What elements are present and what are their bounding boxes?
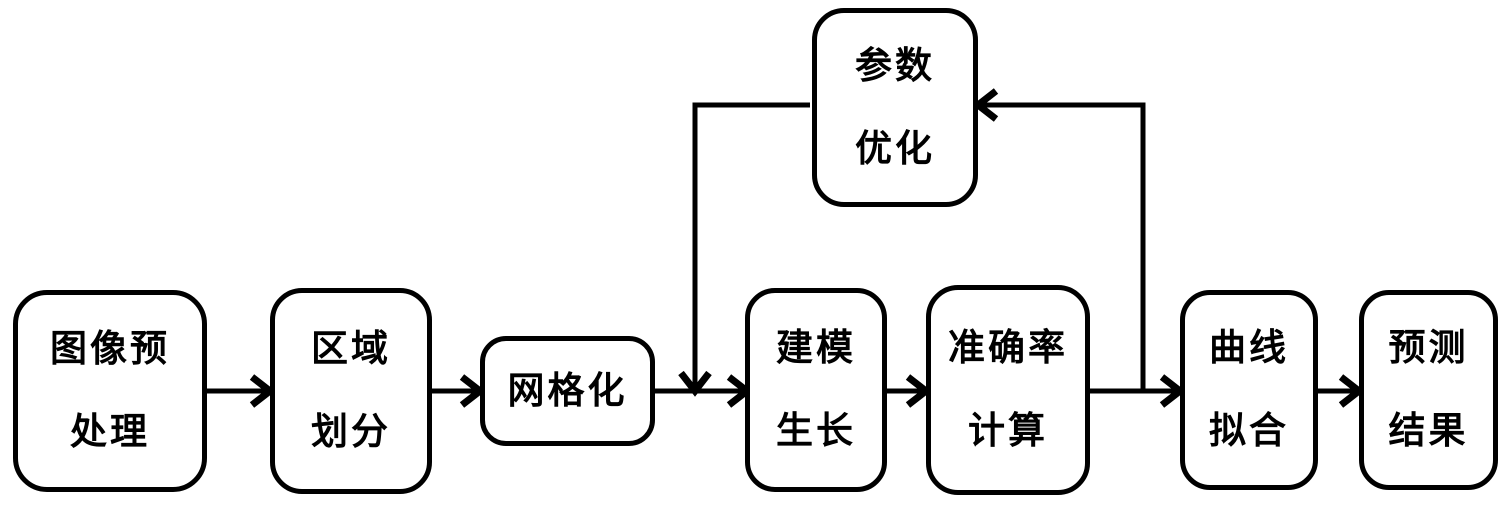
node-label-line: 拟合 [1209,411,1289,452]
node-label-line: 处理 [70,412,150,453]
node-region-division[interactable]: 区域 划分 [270,288,432,494]
node-label-line: 计算 [968,411,1048,452]
node-prediction-result[interactable]: 预测 结果 [1359,290,1498,490]
node-label-line: 准确率 [948,328,1068,369]
node-label-line: 图像预 [50,329,170,370]
node-label-line: 建模 [776,328,856,369]
node-label-line: 网格化 [507,370,628,412]
edge-accuracy-to-paramopt-path [980,102,1146,391]
arrowhead-to-parameter-optimization [972,88,999,122]
node-label-line: 优化 [855,128,935,170]
node-parameter-optimization[interactable]: 参数 优化 [812,8,978,207]
node-label-line: 生长 [776,411,856,452]
node-label-line: 参数 [855,45,935,87]
node-curve-fitting[interactable]: 曲线 拟合 [1180,290,1318,490]
node-label-line: 划分 [311,412,391,453]
node-image-preprocessing[interactable]: 图像预 处理 [13,290,207,492]
node-label-line: 区域 [311,329,391,370]
node-label-line: 结果 [1388,411,1469,452]
arrowhead-down-to-modeling-junction [678,370,712,397]
node-gridding[interactable]: 网格化 [480,336,655,446]
node-label-line: 曲线 [1209,328,1289,369]
edge-paramopt-to-modeling-path [692,102,810,388]
node-label-line: 预测 [1388,328,1469,369]
node-accuracy-calculation[interactable]: 准确率 计算 [926,285,1090,495]
node-modeling-growth[interactable]: 建模 生长 [745,288,887,492]
